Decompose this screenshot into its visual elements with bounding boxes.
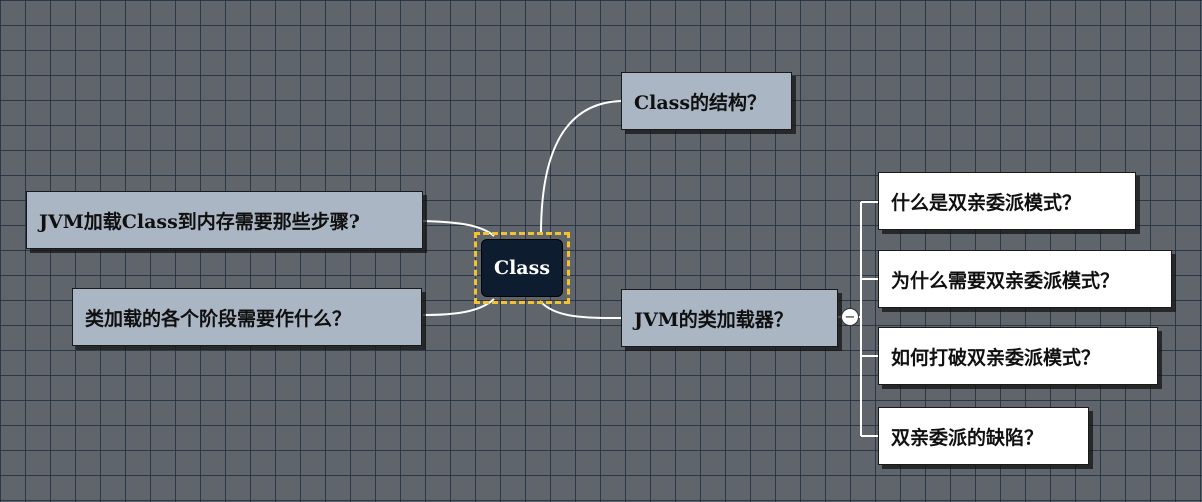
- connector-central-to-class-structure: [540, 100, 622, 235]
- subtopic-label: 为什么需要双亲委派模式？: [891, 269, 1120, 292]
- topic-label: 类加载的各个阶段需要作什么？: [85, 307, 352, 330]
- topic-class-load-phases[interactable]: 类加载的各个阶段需要作什么？: [72, 288, 422, 346]
- central-topic[interactable]: Class: [481, 239, 563, 297]
- subtopic-label: 什么是双亲委派模式？: [891, 191, 1082, 214]
- subtopic-label: 双亲委派的缺陷？: [891, 426, 1044, 449]
- subtopic-break-parent-delegation[interactable]: 如何打破双亲委派模式？: [878, 327, 1158, 385]
- subtopic-parent-delegation-defects[interactable]: 双亲委派的缺陷？: [878, 407, 1089, 465]
- subtopic-why-parent-delegation[interactable]: 为什么需要双亲委派模式？: [878, 250, 1172, 308]
- subtopic-what-is-parent-delegation[interactable]: 什么是双亲委派模式？: [878, 172, 1136, 230]
- topic-label: JVM加载Class到内存需要那些步骤?: [39, 210, 360, 233]
- topic-jvm-load-steps[interactable]: JVM加载Class到内存需要那些步骤?: [26, 191, 423, 249]
- topic-label: Class的结构？: [634, 91, 767, 114]
- topic-class-structure[interactable]: Class的结构？: [621, 72, 792, 130]
- subtopic-label: 如何打破双亲委派模式？: [891, 346, 1101, 369]
- collapse-toggle-icon[interactable]: −: [841, 308, 859, 326]
- central-topic-label: Class: [493, 257, 551, 279]
- central-topic-selection-frame: [474, 232, 570, 304]
- topic-label: JVM的类加载器？: [634, 308, 793, 331]
- topic-jvm-classloader[interactable]: JVM的类加载器？: [621, 289, 838, 347]
